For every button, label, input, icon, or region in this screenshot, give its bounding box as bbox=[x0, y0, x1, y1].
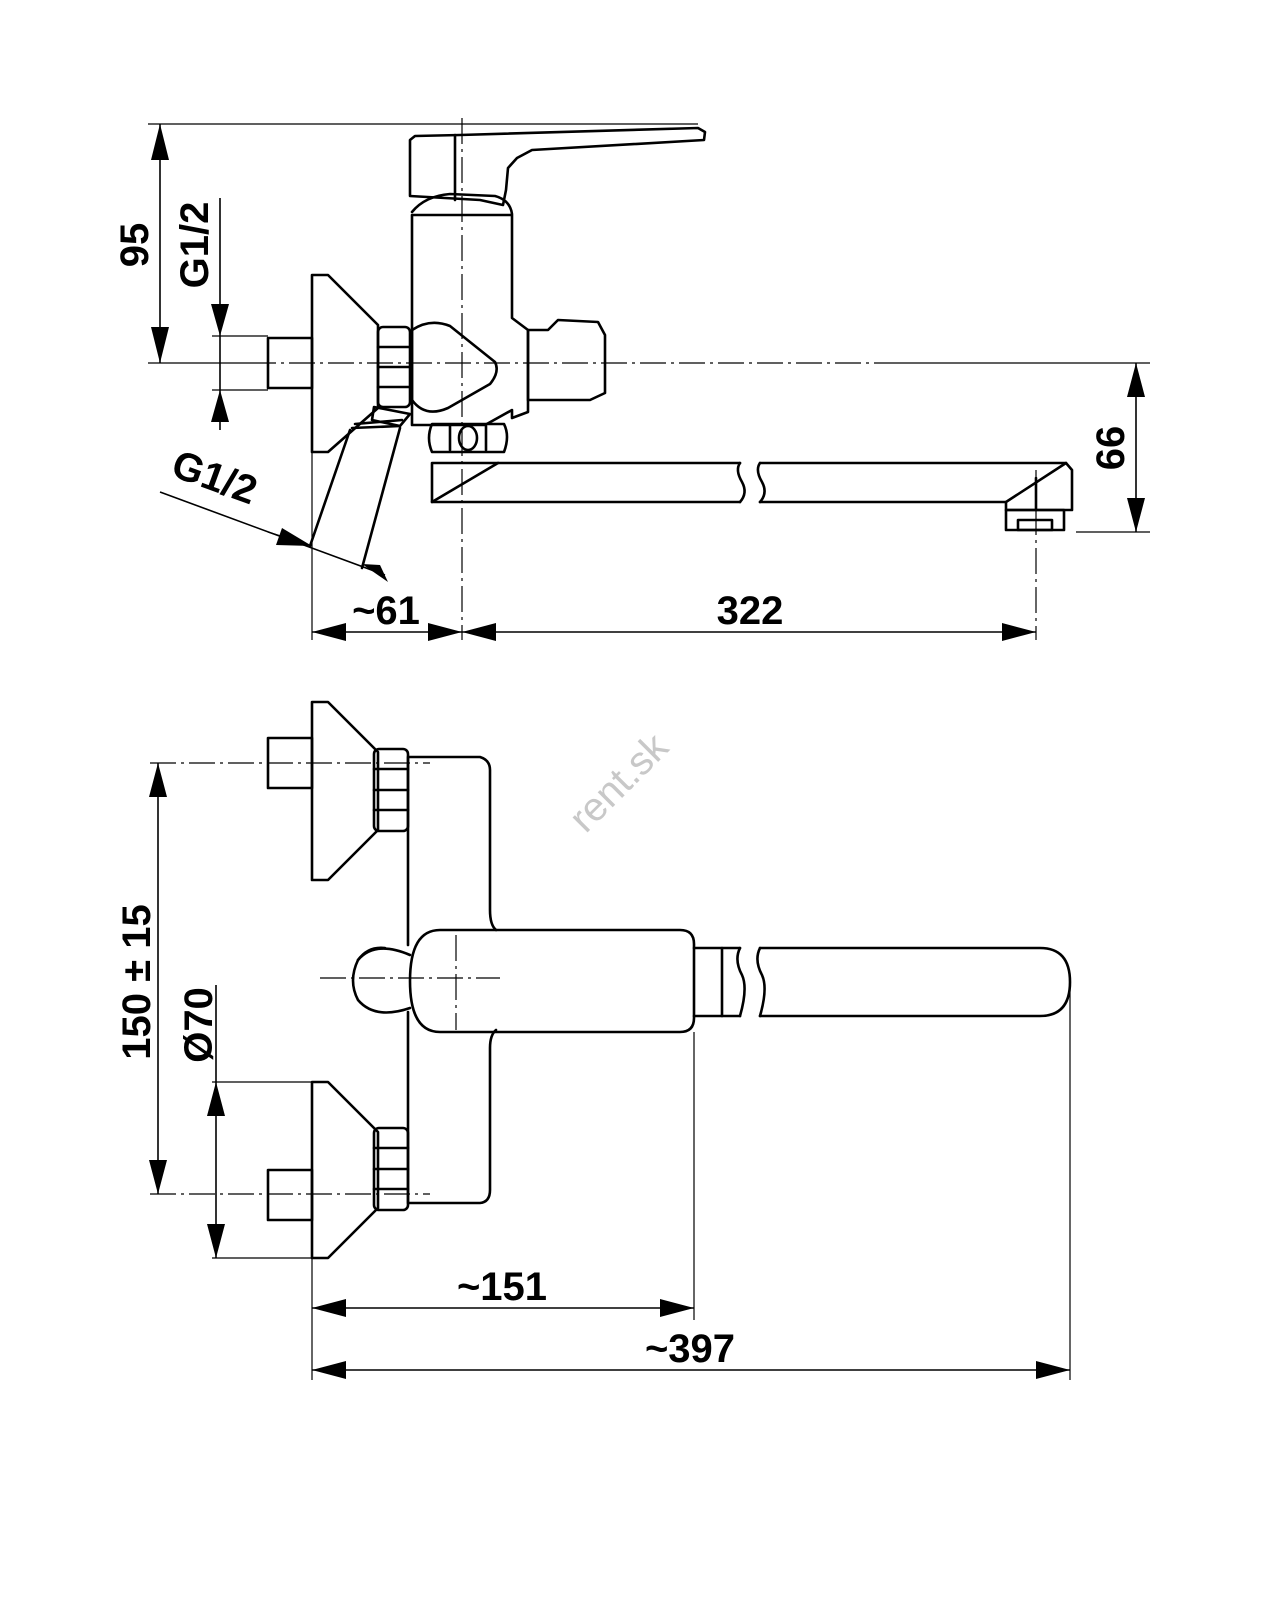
spout-top bbox=[692, 946, 724, 1018]
dim-66-label: 66 bbox=[1089, 426, 1133, 471]
dim-95-label: 95 bbox=[113, 223, 157, 268]
mixer-body-top bbox=[406, 755, 498, 1205]
dim-g12-outlet-label: G1/2 bbox=[166, 442, 263, 513]
dim-d70-label: Ø70 bbox=[177, 987, 221, 1063]
dim-150-label: 150 ± 15 bbox=[115, 904, 159, 1059]
lever-top bbox=[408, 928, 696, 1034]
dim-397-label: ~397 bbox=[645, 1327, 735, 1371]
mixer-body bbox=[410, 213, 530, 427]
dim-61-label: ~61 bbox=[352, 589, 420, 633]
dim-151-label: ~151 bbox=[457, 1265, 547, 1309]
dim-322-label: 322 bbox=[717, 589, 784, 633]
watermark: rent.sk bbox=[561, 724, 678, 841]
spout bbox=[430, 461, 742, 504]
lever-cap bbox=[351, 947, 412, 1014]
swivel-ring bbox=[427, 422, 509, 454]
diverter-knob bbox=[526, 318, 607, 402]
lever-handle bbox=[408, 126, 707, 207]
side-view: 95 G1/2 G1/2 ~61 322 66 bbox=[113, 118, 1150, 641]
upper-rosette bbox=[310, 700, 380, 882]
lower-rosette bbox=[310, 1080, 380, 1260]
dim-g12-inlet-label: G1/2 bbox=[173, 202, 217, 289]
top-view: 150 ± 15 Ø70 ~151 ~397 bbox=[115, 700, 1072, 1380]
eccentric-cone bbox=[410, 321, 498, 413]
lower-inlet-pipe bbox=[266, 1168, 314, 1222]
